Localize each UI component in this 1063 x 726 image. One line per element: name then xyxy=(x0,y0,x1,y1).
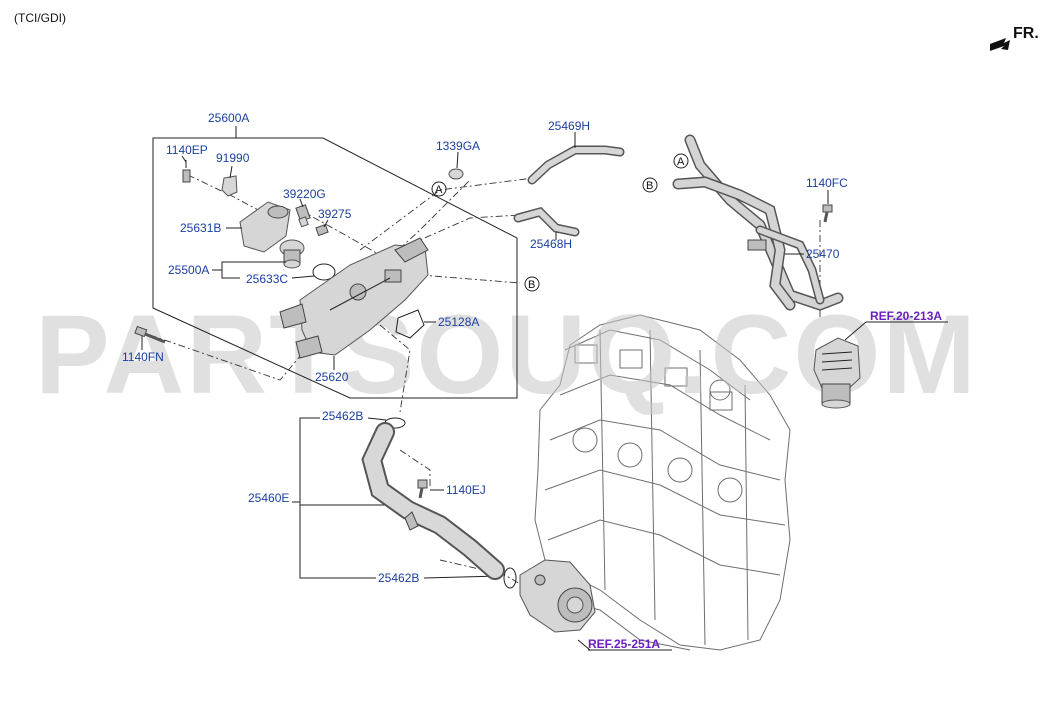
part-1339GA-plug[interactable] xyxy=(448,168,464,180)
part-25128A-gasket[interactable] xyxy=(395,309,425,339)
svg-text:B: B xyxy=(528,279,535,291)
label-25633C[interactable]: 25633C xyxy=(246,272,288,286)
label-1140FN[interactable]: 1140FN xyxy=(122,350,164,364)
label-25469H[interactable]: 25469H xyxy=(548,119,590,133)
svg-text:A: A xyxy=(677,156,685,168)
part-1140EJ-bolt[interactable] xyxy=(417,479,428,499)
part-39220G-sensor[interactable] xyxy=(295,204,311,228)
leader-1339GA xyxy=(456,151,459,169)
front-direction-indicator: FR. xyxy=(990,25,1039,51)
label-39275[interactable]: 39275 xyxy=(318,207,352,221)
leader-39275 xyxy=(323,219,329,228)
part-25469H-hose-fill xyxy=(529,147,623,183)
engine-block-illustration xyxy=(534,314,791,651)
label-25600A[interactable]: 25600A xyxy=(208,111,249,125)
part-25460E-nipple xyxy=(404,511,419,531)
part-25460E-water-pipe-fill xyxy=(363,424,503,578)
label-39220G[interactable]: 39220G xyxy=(283,187,326,201)
part-25462B-o-ring-bottom[interactable] xyxy=(503,567,517,589)
leader-1140EP xyxy=(181,155,187,163)
label-25631B[interactable]: 25631B xyxy=(180,221,221,235)
label-91990[interactable]: 91990 xyxy=(216,151,250,165)
part-25468H-hose-fill xyxy=(515,208,578,235)
oil-cooler-illustration[interactable] xyxy=(813,337,861,409)
label-1140EJ[interactable]: 1140EJ xyxy=(446,483,486,497)
label-25500A[interactable]: 25500A xyxy=(168,263,209,277)
ref-water-pump-link[interactable]: REF.25-251A xyxy=(588,637,660,651)
label-25460E[interactable]: 25460E xyxy=(248,491,289,505)
leader-39220G xyxy=(299,198,304,208)
leader-25633C xyxy=(291,275,315,279)
part-25470-pipe-assembly[interactable] xyxy=(672,134,844,311)
water-pump-illustration[interactable] xyxy=(519,559,596,633)
leader-25462B-top xyxy=(367,417,387,421)
part-1140FN-bolt[interactable] xyxy=(134,325,166,344)
callout-b-pipe: B xyxy=(642,177,658,193)
leader-ref-oil-cooler xyxy=(844,321,867,341)
label-1140FC[interactable]: 1140FC xyxy=(806,176,848,190)
part-39275-clip[interactable] xyxy=(315,223,329,237)
label-25620[interactable]: 25620 xyxy=(315,370,349,384)
callout-a-pipe: A xyxy=(673,153,689,169)
bracket-25460E xyxy=(299,417,376,579)
callout-a-housing: A xyxy=(431,181,447,197)
label-1339GA[interactable]: 1339GA xyxy=(436,139,480,153)
label-25462B-bottom[interactable]: 25462B xyxy=(378,571,419,585)
leader-91990 xyxy=(229,165,233,179)
front-direction-label: FR. xyxy=(1013,25,1039,42)
label-1140EP[interactable]: 1140EP xyxy=(166,143,208,157)
label-25468H[interactable]: 25468H xyxy=(530,237,572,251)
svg-text:B: B xyxy=(646,180,653,192)
label-25462B-top[interactable]: 25462B xyxy=(322,409,363,423)
part-1140FC-bolt[interactable] xyxy=(822,204,833,223)
assembly-25600A-outline xyxy=(152,137,518,399)
ref-oil-cooler-link[interactable]: REF.20-213A xyxy=(870,309,942,323)
part-25620-housing[interactable] xyxy=(279,237,429,359)
part-1140EP-bolt[interactable] xyxy=(182,160,191,183)
leader-25500A xyxy=(212,261,286,279)
callout-b-housing: B xyxy=(524,276,540,292)
part-25500A-thermostat[interactable] xyxy=(279,239,305,269)
front-arrow-icon xyxy=(990,38,1010,51)
variant-label: (TCI/GDI) xyxy=(14,11,66,25)
leader-ref-water-pump xyxy=(577,639,591,651)
part-25631B-port xyxy=(267,205,289,219)
label-25470[interactable]: 25470 xyxy=(806,247,840,261)
part-25633C-o-ring[interactable] xyxy=(312,263,336,281)
part-91990-bracket[interactable] xyxy=(221,175,238,197)
label-25128A[interactable]: 25128A xyxy=(438,315,479,329)
svg-text:A: A xyxy=(435,184,443,196)
